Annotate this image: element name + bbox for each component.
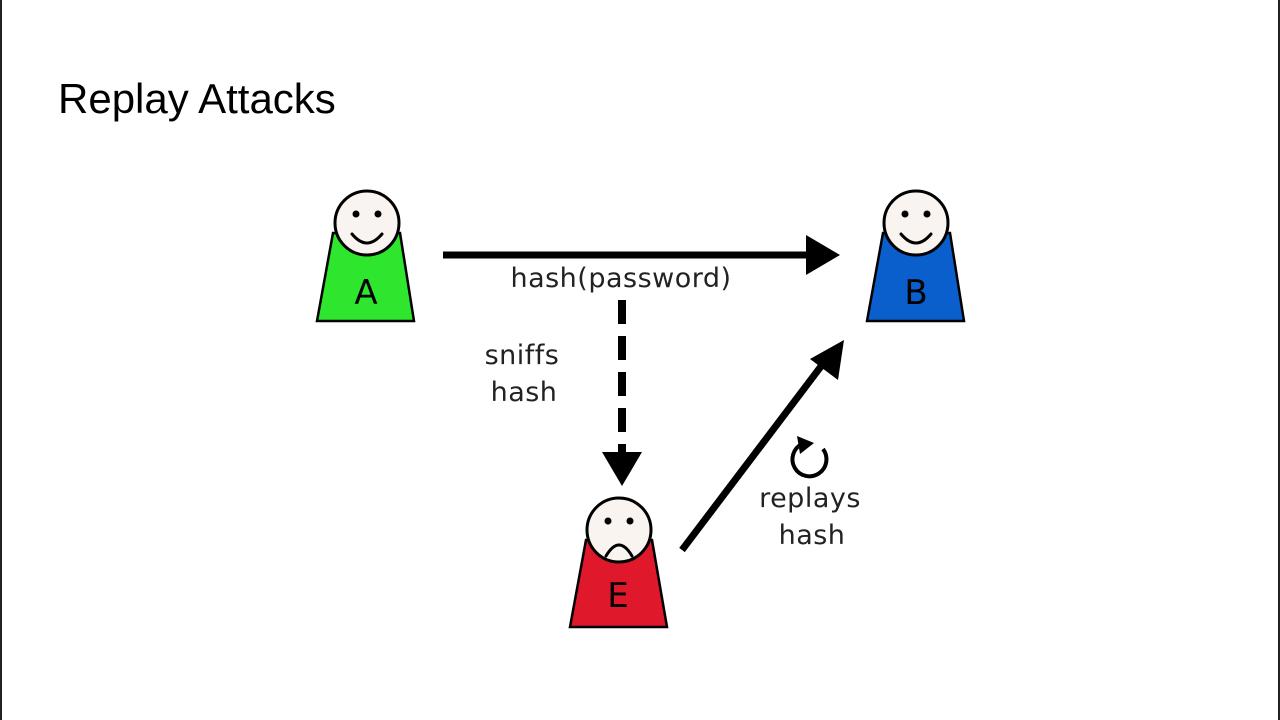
sniff-label-line2: hash xyxy=(491,377,558,408)
actor-b: B xyxy=(865,189,966,323)
frown-face-icon xyxy=(585,496,653,564)
actor-e-label: E xyxy=(607,576,628,616)
smile-face-icon xyxy=(333,189,401,257)
sniff-label-line1: sniffs xyxy=(485,340,560,371)
actor-b-label: B xyxy=(904,273,927,313)
replay-label-line1: replays xyxy=(759,483,861,514)
actor-e: E xyxy=(568,496,669,629)
actor-a: A xyxy=(315,189,416,323)
arrow-replay xyxy=(679,340,844,553)
arrow-sniff-dashed xyxy=(602,300,642,486)
smile-face-icon xyxy=(882,189,950,257)
replay-icon xyxy=(790,436,829,479)
arrow-a-to-b xyxy=(443,235,840,275)
arrow-a-to-b-label: hash(password) xyxy=(510,263,731,294)
actor-a-label: A xyxy=(354,273,377,313)
slide-title: Replay Attacks xyxy=(58,75,336,122)
replay-label-line2: hash xyxy=(779,520,846,551)
